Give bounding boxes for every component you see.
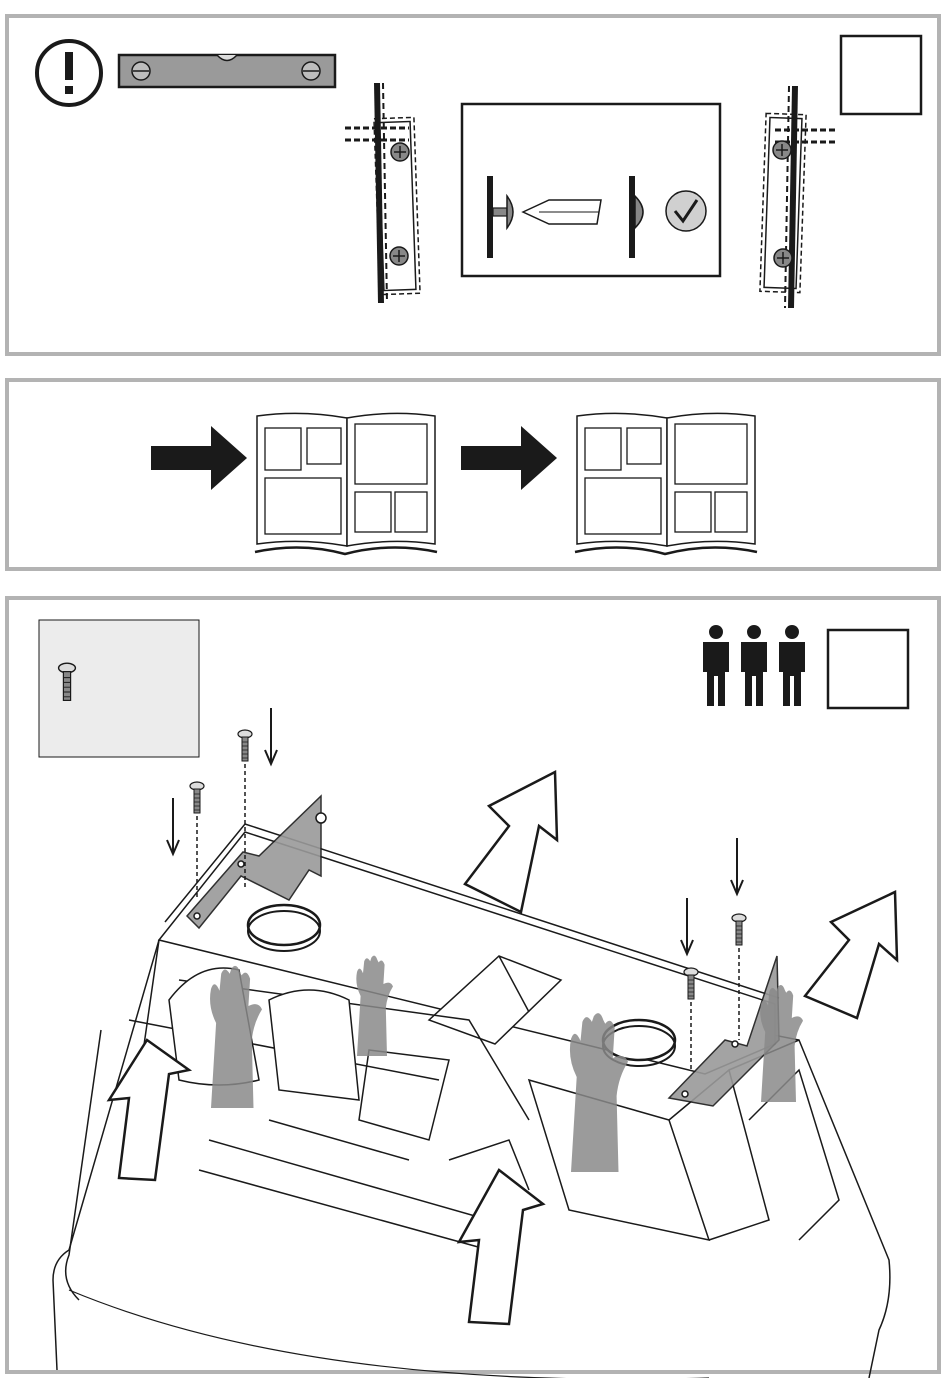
person-icon [703,625,729,706]
down-arrow-icon [167,798,179,854]
screw-head-icon [773,141,791,159]
three-people-icon [703,625,805,706]
push-arrow-icon [465,772,557,912]
warning-icon [37,41,101,105]
check-icon [666,191,706,231]
screw-info-box [39,620,199,757]
arrow-right-icon [151,426,247,490]
screw-head-icon [390,247,408,265]
panel-see-other-pages [5,378,941,571]
push-arrow-icon [805,892,897,1018]
panel-3-drawing [9,600,945,1378]
screw-icon [732,914,746,945]
person-icon [741,625,767,706]
screw-head-icon [774,249,792,267]
open-book-icon [575,413,757,554]
wall-bracket-left [345,83,420,303]
step-number-box [841,36,921,114]
push-arrow-icon [109,1040,189,1180]
spirit-level-icon [119,55,335,87]
panel-mount-hood [5,596,941,1374]
push-arrow-icon [459,1170,543,1324]
down-arrow-icon [731,838,743,894]
panel-2-drawing [9,382,945,575]
panel-wall-bracket-leveling [5,14,941,356]
down-arrow-icon [681,898,693,954]
panel-1-drawing [9,18,945,360]
arrow-right-icon [461,426,557,490]
screw-tightening-detail [462,104,720,276]
down-arrow-icon [265,708,277,764]
open-book-icon [255,413,437,554]
screw-head-icon [391,143,409,161]
screw-icon [238,730,252,761]
screw-icon [190,782,204,813]
wall-bracket-right [760,86,837,308]
step-number-box [828,630,908,708]
person-icon [779,625,805,706]
